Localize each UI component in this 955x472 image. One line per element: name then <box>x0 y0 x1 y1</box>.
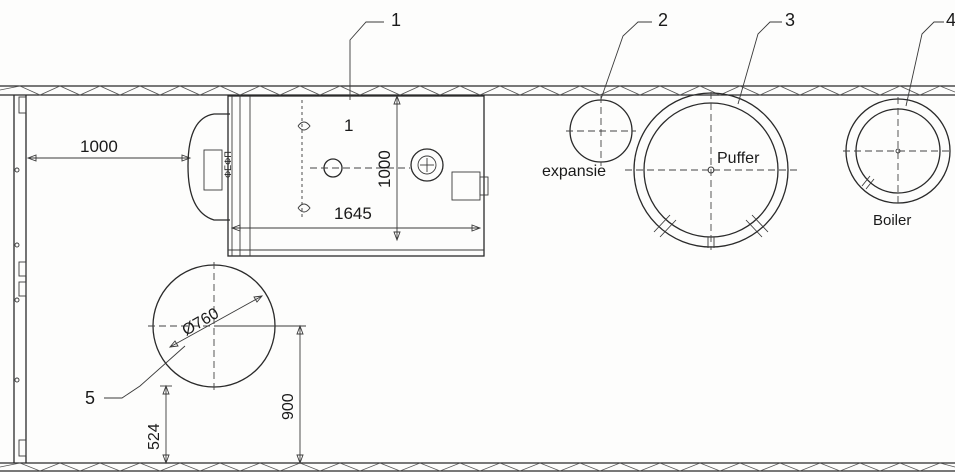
tank-distance-b-label: 900 <box>280 393 297 420</box>
top-wall <box>0 85 955 96</box>
tank-distance-a-dimension: 524 <box>146 384 172 465</box>
left-wall <box>13 95 27 463</box>
boiler-tank: Boiler 4 <box>843 10 955 229</box>
boiler-tank-label: Boiler <box>873 212 911 229</box>
callout-4-label: 4 <box>946 10 955 30</box>
tank-distance-a-label: 524 <box>146 423 163 450</box>
bottom-wall <box>0 462 955 472</box>
callout-3-label: 3 <box>785 10 795 30</box>
buffer-tank: Puffer 3 <box>625 10 800 250</box>
unit-length-label: 1645 <box>334 204 372 223</box>
unit-length-dimension: 1645 <box>230 204 482 232</box>
callout-2-label: 2 <box>658 10 668 30</box>
callout-1-label: 1 <box>391 10 401 30</box>
wall-clearance-dimension: 1000 <box>26 137 192 162</box>
unit-depth-label: 1000 <box>375 150 394 188</box>
buffer-tank-label: Puffer <box>717 150 760 167</box>
callout-1: 1 <box>349 10 401 100</box>
expansion-tank: expansie 2 <box>542 10 668 180</box>
callout-1-in-unit: 1 <box>344 116 353 135</box>
callout-5-label: 5 <box>85 388 95 408</box>
round-tank-5: Ø760 5 <box>85 262 282 408</box>
expansion-tank-label: expansie <box>542 163 606 180</box>
unit-depth-dimension: 1000 <box>375 94 401 242</box>
unit-1-boiler: ΦΕΦΠ 1 <box>187 95 489 257</box>
tank-diameter-label: Ø760 <box>180 305 222 339</box>
tank-distance-b-dimension: 900 <box>214 324 306 465</box>
wall-clearance-label: 1000 <box>80 137 118 156</box>
